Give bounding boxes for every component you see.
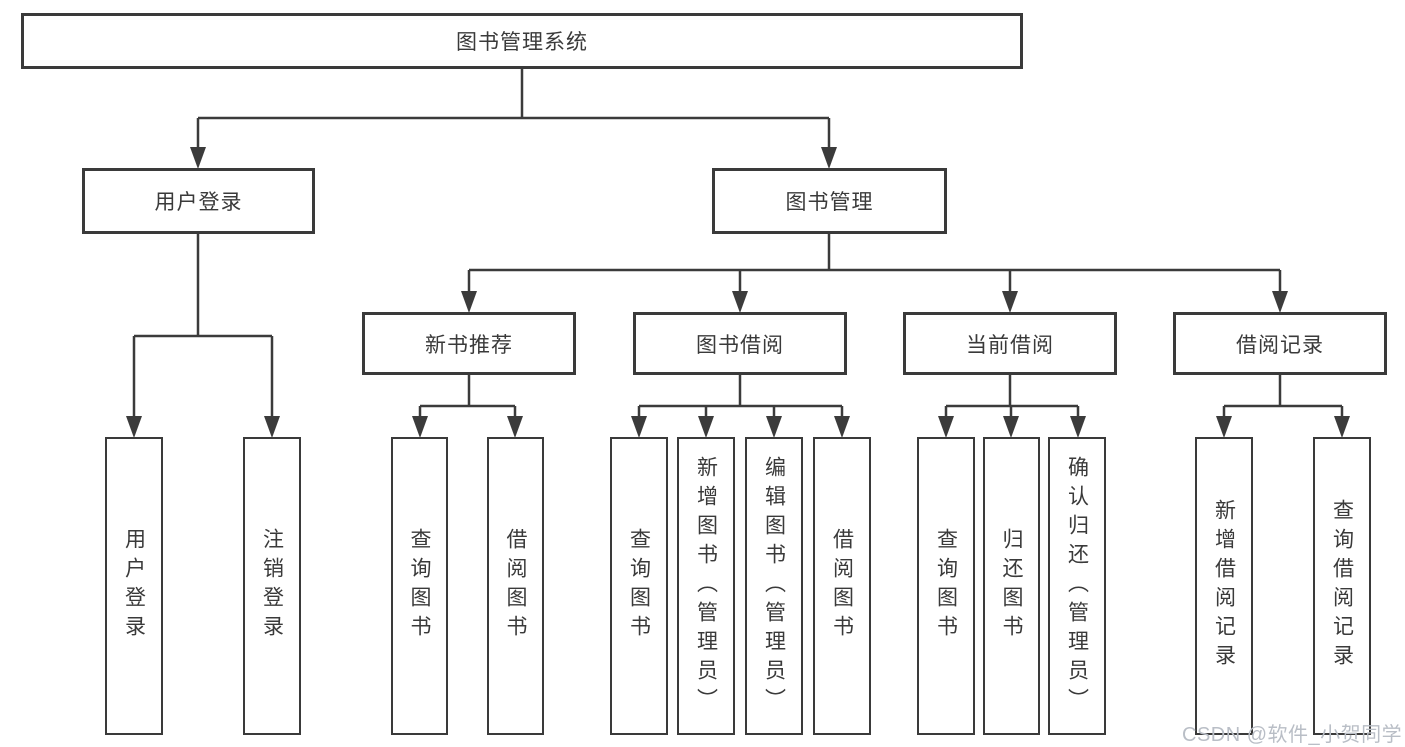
node-label: 编辑图书（管理员） xyxy=(762,455,786,717)
node-label: 新书推荐 xyxy=(425,333,513,357)
node-book-management: 图书管理 xyxy=(712,168,947,234)
node-label: 确认归还（管理员） xyxy=(1065,455,1089,717)
node-label: 图书管理 xyxy=(785,191,874,214)
node-label: 新增借阅记录 xyxy=(1212,499,1236,673)
node-label: 图书借阅 xyxy=(696,333,784,357)
node-leaf-user-login: 用户登录 xyxy=(105,437,163,735)
node-leaf-borrow-book-recommend: 借阅图书 xyxy=(487,437,544,735)
csdn-watermark: CSDN @软件_小贺同学 xyxy=(1182,724,1403,746)
node-current-borrow: 当前借阅 xyxy=(903,312,1117,375)
node-label: 归还图书 xyxy=(1000,528,1023,644)
node-label: 图书管理系统 xyxy=(456,31,588,54)
node-borrow-record: 借阅记录 xyxy=(1173,312,1387,375)
arrowheads xyxy=(126,147,1350,438)
node-leaf-logout: 注销登录 xyxy=(243,437,301,735)
node-library-management-system: 图书管理系统 xyxy=(21,13,1023,69)
node-book-borrow: 图书借阅 xyxy=(633,312,847,375)
node-label: 查询图书 xyxy=(408,528,431,644)
node-label: 查询借阅记录 xyxy=(1330,499,1354,673)
node-leaf-borrow-book: 借阅图书 xyxy=(813,437,871,735)
node-label: 用户登录 xyxy=(154,191,243,214)
node-label: 当前借阅 xyxy=(966,333,1054,357)
node-leaf-query-book-borrow: 查询图书 xyxy=(610,437,668,735)
node-leaf-add-book-admin: 新增图书（管理员） xyxy=(677,437,735,735)
node-leaf-query-borrow-record: 查询借阅记录 xyxy=(1313,437,1371,735)
node-new-book-recommend: 新书推荐 xyxy=(362,312,576,375)
node-leaf-add-borrow-record: 新增借阅记录 xyxy=(1195,437,1253,735)
node-leaf-query-book-current: 查询图书 xyxy=(917,437,975,735)
node-leaf-confirm-return-admin: 确认归还（管理员） xyxy=(1048,437,1106,735)
node-label: 查询图书 xyxy=(934,528,958,644)
node-leaf-query-book-recommend: 查询图书 xyxy=(391,437,448,735)
node-label: 注销登录 xyxy=(260,528,284,644)
node-label: 查询图书 xyxy=(627,528,651,644)
node-label: 新增图书（管理员） xyxy=(694,455,718,717)
node-label: 用户登录 xyxy=(122,528,146,644)
node-leaf-return-book: 归还图书 xyxy=(983,437,1040,735)
node-leaf-edit-book-admin: 编辑图书（管理员） xyxy=(745,437,803,735)
node-label: 借阅图书 xyxy=(830,528,854,644)
node-user-login: 用户登录 xyxy=(82,168,315,234)
node-label: 借阅图书 xyxy=(504,528,527,644)
node-label: 借阅记录 xyxy=(1236,333,1324,357)
